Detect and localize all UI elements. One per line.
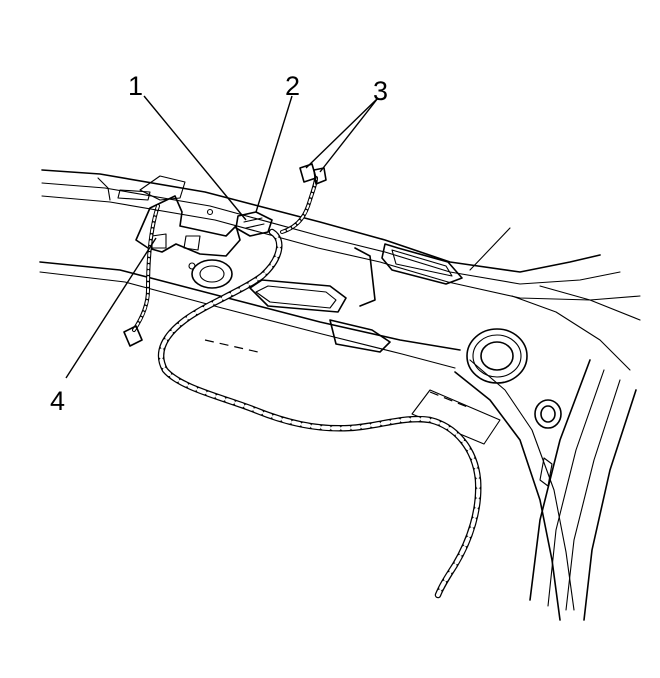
leader-line-2 <box>255 95 293 213</box>
callout-4: 4 <box>50 386 66 416</box>
front-header-panel <box>39 169 641 369</box>
center-recess <box>249 243 463 353</box>
callout-3: 3 <box>373 76 389 106</box>
ground-lead-4 <box>123 204 160 347</box>
leader-line-4 <box>65 237 157 379</box>
right-side-structure <box>191 227 641 621</box>
callout-1: 1 <box>128 71 144 101</box>
leader-line-3b <box>319 97 379 173</box>
wiring-harness <box>157 228 482 599</box>
leader-line-1 <box>143 95 247 221</box>
leader-line-3a <box>305 97 379 169</box>
callout-2: 2 <box>285 71 301 101</box>
leader-lines <box>65 95 379 379</box>
harness-connector <box>235 211 273 237</box>
